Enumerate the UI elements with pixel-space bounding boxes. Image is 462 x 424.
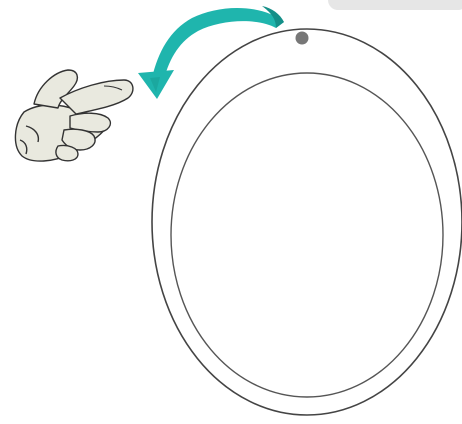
- pointing-hand-icon: [14, 69, 134, 162]
- frame-outer-edge: [151, 28, 462, 416]
- corner-tab: [328, 0, 462, 10]
- oval-frame: [151, 28, 462, 416]
- rotate-arrow-icon: [138, 6, 284, 99]
- frame-inner-edge: [170, 72, 444, 398]
- hanging-hole: [295, 31, 309, 45]
